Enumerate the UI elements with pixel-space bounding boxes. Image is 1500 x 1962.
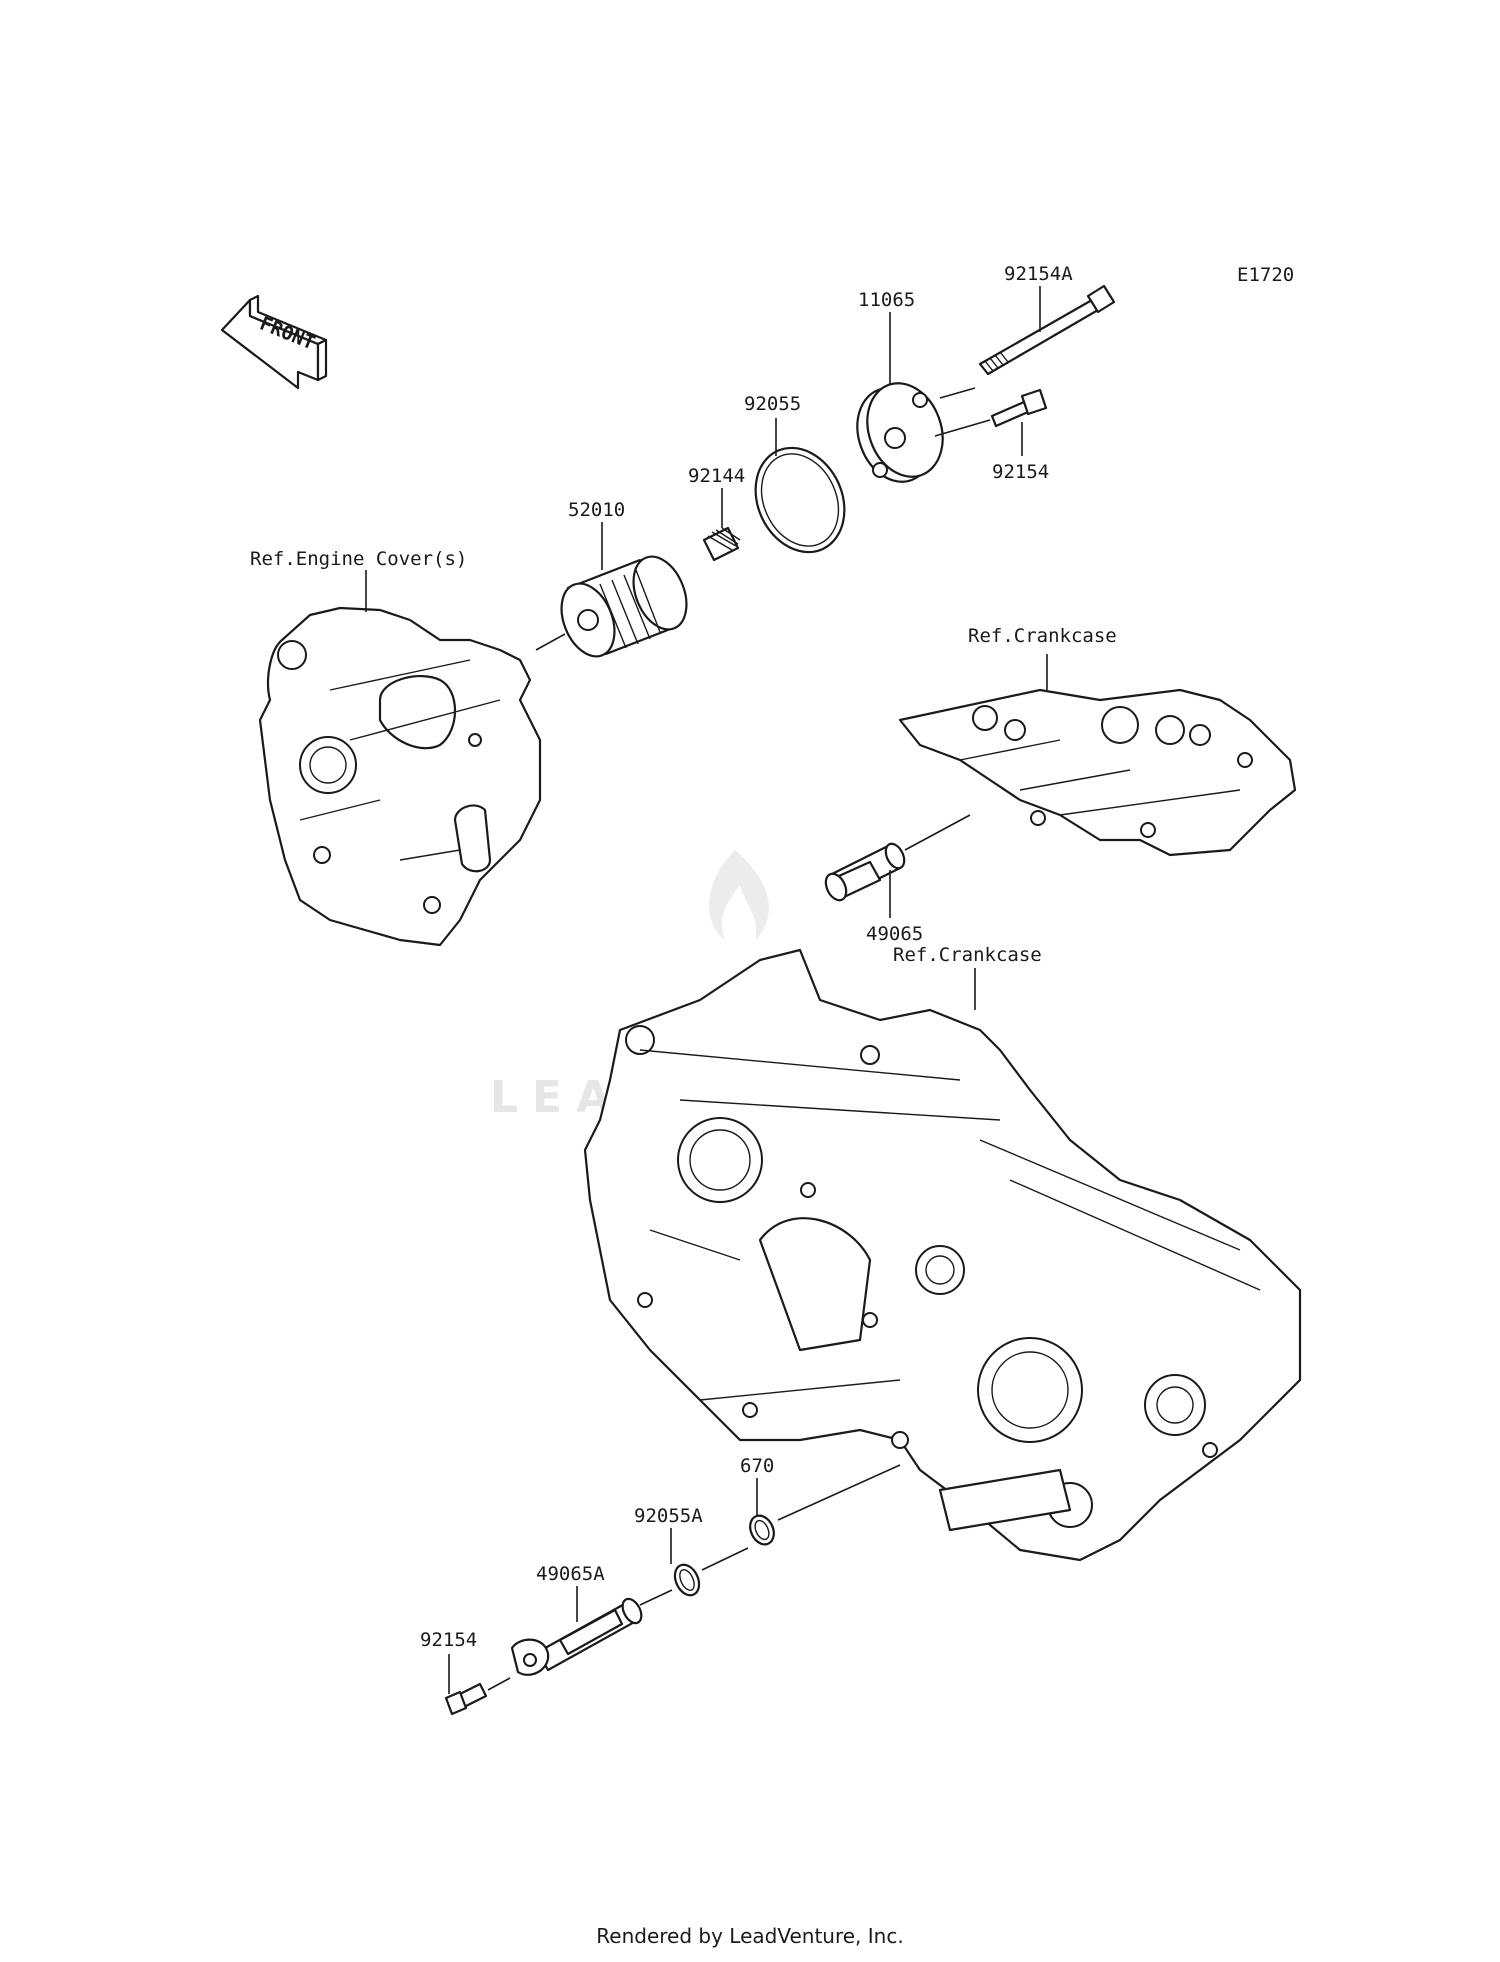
svg-text:670: 670 — [740, 1455, 774, 1477]
svg-text:92154A: 92154A — [1004, 263, 1073, 285]
part-49065[interactable]: 49065 — [822, 814, 971, 945]
diagram-code: E1720 — [1237, 264, 1294, 286]
front-arrow-icon: FRONT — [220, 294, 328, 390]
svg-text:52010: 52010 — [568, 499, 625, 521]
svg-text:92055: 92055 — [744, 393, 801, 415]
part-52010[interactable]: 52010 — [535, 499, 696, 664]
svg-text:Ref.Crankcase: Ref.Crankcase — [893, 944, 1042, 966]
svg-text:Ref.Crankcase: Ref.Crankcase — [968, 625, 1117, 647]
part-92154A[interactable]: 92154A — [978, 263, 1116, 376]
crankcase-upper-ref: Ref.Crankcase — [898, 625, 1297, 857]
part-92055A[interactable]: 92055A — [634, 1505, 749, 1599]
part-92144[interactable]: 92144 — [688, 465, 745, 562]
svg-text:Ref.Engine Cover(s): Ref.Engine Cover(s) — [250, 548, 467, 570]
part-92154-top[interactable]: 92154 — [934, 387, 1049, 483]
part-11065[interactable]: 11065 — [845, 289, 955, 492]
svg-text:49065: 49065 — [866, 923, 923, 945]
footer-credit: Rendered by LeadVenture, Inc. — [596, 1924, 904, 1948]
svg-text:92154: 92154 — [992, 461, 1049, 483]
part-49065A[interactable]: 49065A — [510, 1563, 673, 1676]
part-670[interactable]: 670 — [740, 1455, 901, 1548]
part-92055[interactable]: 92055 — [739, 393, 861, 567]
svg-text:49065A: 49065A — [536, 1563, 605, 1585]
engine-cover-ref: Ref.Engine Cover(s) — [250, 548, 542, 947]
svg-text:11065: 11065 — [858, 289, 915, 311]
svg-text:92144: 92144 — [688, 465, 745, 487]
part-92154-bottom[interactable]: 92154 — [420, 1629, 511, 1716]
svg-text:92055A: 92055A — [634, 1505, 703, 1527]
svg-text:92154: 92154 — [420, 1629, 477, 1651]
crankcase-lower-ref: Ref.Crankcase — [583, 944, 1302, 1562]
